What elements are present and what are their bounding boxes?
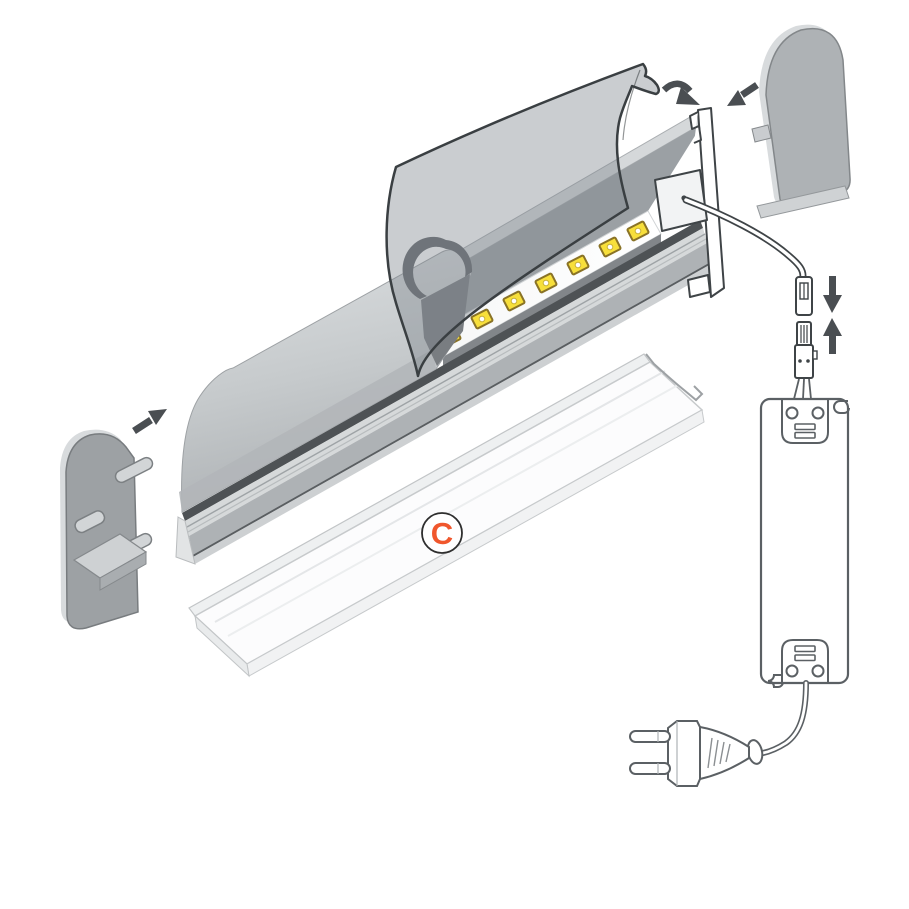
plug-pin-top: [629, 730, 671, 743]
profile-rail-top: [185, 228, 707, 536]
end-cap-right: [751, 24, 851, 219]
sheet-thickness-line: [622, 69, 641, 141]
end-cap-right-arrow: [727, 82, 759, 106]
driver-terminal-bottom: [781, 639, 829, 682]
profile-led-shelf-cut: [654, 169, 708, 232]
cover-end-arch: [402, 236, 473, 299]
profile-front-face: [189, 243, 711, 556]
end-cap-left-pin-top: [114, 456, 154, 484]
end-cap-right-tab: [751, 124, 772, 143]
driver-mount-hook-top: [832, 400, 850, 414]
end-cap-left-stub: [74, 510, 106, 534]
driver-terminal-top: [781, 400, 829, 444]
end-cap-left-arrow: [132, 409, 167, 434]
diffuser-c: C: [188, 353, 705, 678]
plug-pin-bottom: [629, 762, 671, 775]
connector-mate-arrows: [823, 276, 842, 354]
diffuser-c-left-end: [194, 614, 250, 678]
cover-front-lip: [179, 349, 436, 512]
diffuser-c-right-end: [645, 353, 704, 402]
end-cap-right-face: [765, 27, 851, 210]
cover-end-face: [421, 274, 470, 366]
led-driver: [759, 397, 850, 688]
connector-female: [794, 321, 818, 379]
end-cap-left-face: [65, 433, 139, 630]
profile-bottom-flange: [193, 264, 713, 564]
driver-output-wires: [793, 378, 812, 400]
part-c-label: C: [431, 516, 453, 551]
end-cap-right-flange: [756, 185, 850, 219]
connector-male: [795, 276, 813, 316]
part-c-badge: C: [421, 512, 463, 554]
profile-inner-back-face: [430, 123, 703, 334]
driver-mount-hook-bottom: [767, 674, 784, 688]
end-cap-left-block-front: [99, 551, 147, 591]
strip-connector-pair: [682, 196, 842, 400]
profile-left-end-face: [175, 516, 196, 565]
profile-cover-gap-shadow: [182, 220, 703, 521]
profile-end-cross-section: [654, 107, 725, 298]
aluminium-profile: [175, 107, 725, 565]
power-plug: [629, 680, 809, 787]
frosted-cover-sheet: [385, 62, 660, 378]
plug-strain-relief: [699, 725, 750, 781]
profile-front-rail: [175, 220, 713, 565]
snap-rotation-arrow: [661, 80, 700, 105]
end-cap-left: [60, 429, 154, 630]
plug-body: [667, 720, 701, 787]
